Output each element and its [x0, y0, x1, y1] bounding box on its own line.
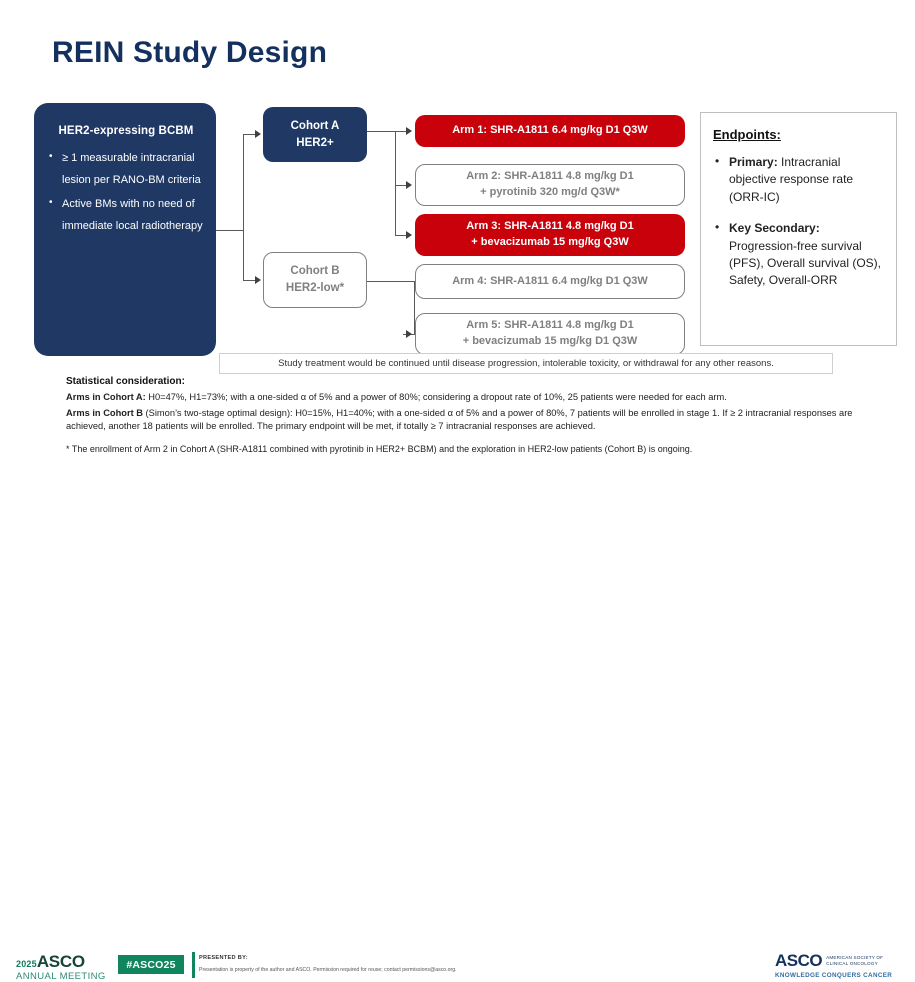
statistics-cohort-a-line: Arms in Cohort A: H0=47%, H1=73%; with a… — [66, 391, 856, 404]
arm-2-line2: + pyrotinib 320 mg/d Q3W* — [480, 186, 620, 198]
arrow-icon — [406, 127, 412, 135]
connector-line — [243, 280, 256, 282]
cohort-b-detail: HER2-low* — [285, 282, 345, 294]
endpoint-primary-text: Intracranial objective response rate (OR… — [729, 155, 854, 204]
cohort-a-name: Cohort A — [290, 119, 340, 132]
population-box: HER2-expressing BCBM ≥ 1 measurable intr… — [34, 103, 216, 356]
slide-footnote: * The enrollment of Arm 2 in Cohort A (S… — [66, 444, 693, 454]
arm-2-line1: Arm 2: SHR-A1811 4.8 mg/kg D1 — [466, 170, 634, 183]
asco-annual-meeting-text: ANNUAL MEETING — [16, 971, 106, 982]
connector-line — [395, 235, 406, 237]
cohort-b-box: Cohort B HER2-low* — [263, 252, 367, 308]
cohort-b-name: Cohort B — [290, 265, 340, 278]
statistics-cohort-b-line: Arms in Cohort B (Simon’s two-stage opti… — [66, 407, 856, 433]
asco-wordmark: ASCO — [36, 952, 85, 971]
asco-year: 2025 — [16, 959, 37, 969]
endpoints-panel: Endpoints: Primary: Intracranial objecti… — [700, 112, 897, 346]
connector-line — [367, 131, 396, 133]
arm-5-line2: + bevacizumab 15 mg/kg D1 Q3W — [462, 335, 638, 347]
arm-1-line1: Arm 1: SHR-A1811 6.4 mg/kg D1 Q3W — [452, 124, 648, 137]
arm-3-line1: Arm 3: SHR-A1811 4.8 mg/kg D1 — [466, 220, 634, 233]
arrow-icon — [255, 276, 261, 284]
cohort-a-box: Cohort A HER2+ — [263, 107, 367, 162]
arm-4-box: Arm 4: SHR-A1811 6.4 mg/kg D1 Q3W — [415, 264, 685, 299]
connector-line — [243, 134, 256, 136]
list-item: Key Secondary: Progression-free survival… — [713, 219, 884, 290]
asco-logo-row1: 2025ASCO — [16, 953, 106, 970]
population-title: HER2-expressing BCBM — [58, 125, 194, 137]
connector-line — [395, 131, 397, 236]
asco-society-subtitle: AMERICAN SOCIETY OF CLINICAL ONCOLOGY — [826, 955, 883, 967]
arrow-icon — [406, 231, 412, 239]
arrow-icon — [255, 130, 261, 138]
asco-annual-meeting-logo: 2025ASCO ANNUAL MEETING — [16, 953, 106, 982]
arm-4-line1: Arm 4: SHR-A1811 6.4 mg/kg D1 Q3W — [452, 274, 648, 287]
population-criteria-list: ≥ 1 measurable intracranial lesion per R… — [48, 147, 204, 239]
presented-by-block: PRESENTED BY: Presentation is property o… — [199, 955, 457, 973]
hashtag-badge: #ASCO25 — [118, 955, 184, 974]
asco-tagline: KNOWLEDGE CONQUERS CANCER — [775, 972, 893, 979]
arm-5-box: Arm 5: SHR-A1811 4.8 mg/kg D1 + bevacizu… — [415, 313, 685, 355]
arm-3-box: Arm 3: SHR-A1811 4.8 mg/kg D1 + bevacizu… — [415, 214, 685, 256]
slide-canvas: REIN Study Design HER2-expressing BCBM ≥… — [0, 0, 915, 520]
list-item: Primary: Intracranial objective response… — [713, 153, 884, 206]
arm-1-box: Arm 1: SHR-A1811 6.4 mg/kg D1 Q3W — [415, 115, 685, 147]
arm-5-line1: Arm 5: SHR-A1811 4.8 mg/kg D1 — [466, 319, 634, 332]
presented-by-label: PRESENTED BY: — [199, 955, 248, 961]
asco-society-wordmark: ASCO — [775, 951, 823, 970]
statistics-cohort-a-text: H0=47%, H1=73%; with a one-sided α of 5%… — [145, 392, 727, 402]
endpoints-title: Endpoints: — [713, 127, 781, 142]
connector-line — [414, 281, 416, 334]
statistics-cohort-b-text: (Simon’s two-stage optimal design): H0=1… — [66, 408, 853, 432]
statistics-cohort-a-label: Arms in Cohort A: — [66, 392, 146, 402]
endpoints-list: Primary: Intracranial objective response… — [713, 153, 884, 290]
page-title: REIN Study Design — [52, 36, 328, 69]
endpoint-primary-label: Primary: — [729, 155, 778, 169]
connector-line — [395, 185, 406, 187]
endpoint-secondary-text: Progression-free survival (PFS), Overall… — [729, 238, 882, 288]
permission-text: Presentation is property of the author a… — [199, 967, 457, 973]
connector-line — [367, 281, 415, 283]
cohort-a-detail: HER2+ — [296, 136, 334, 149]
statistical-consideration-block: Statistical consideration: Arms in Cohor… — [66, 376, 856, 437]
endpoint-secondary-label: Key Secondary: — [729, 221, 820, 236]
asco-society-logo: ASCO AMERICAN SOCIETY OF CLINICAL ONCOLO… — [775, 952, 892, 979]
list-item: Active BMs with no need of immediate loc… — [48, 193, 204, 237]
footer-divider — [192, 952, 195, 978]
asco-society-subtitle-line2: CLINICAL ONCOLOGY — [826, 961, 878, 967]
connector-line — [243, 134, 245, 281]
slide-footer: 2025ASCO ANNUAL MEETING #ASCO25 PRESENTE… — [0, 474, 915, 981]
arm-2-box: Arm 2: SHR-A1811 4.8 mg/kg D1 + pyrotini… — [415, 164, 685, 206]
statistics-cohort-b-label: Arms in Cohort B — [66, 408, 143, 419]
asco-society-logo-top: ASCO AMERICAN SOCIETY OF CLINICAL ONCOLO… — [775, 952, 892, 969]
treatment-note-bar: Study treatment would be continued until… — [219, 353, 833, 374]
arm-3-line2: + bevacizumab 15 mg/kg Q3W — [471, 236, 629, 248]
arrow-icon — [406, 181, 412, 189]
list-item: ≥ 1 measurable intracranial lesion per R… — [48, 147, 204, 191]
arrow-icon — [406, 330, 412, 338]
treatment-note-text: Study treatment would be continued until… — [278, 358, 774, 369]
connector-line — [395, 131, 406, 133]
statistics-heading: Statistical consideration: — [66, 376, 185, 387]
connector-line — [216, 230, 244, 232]
